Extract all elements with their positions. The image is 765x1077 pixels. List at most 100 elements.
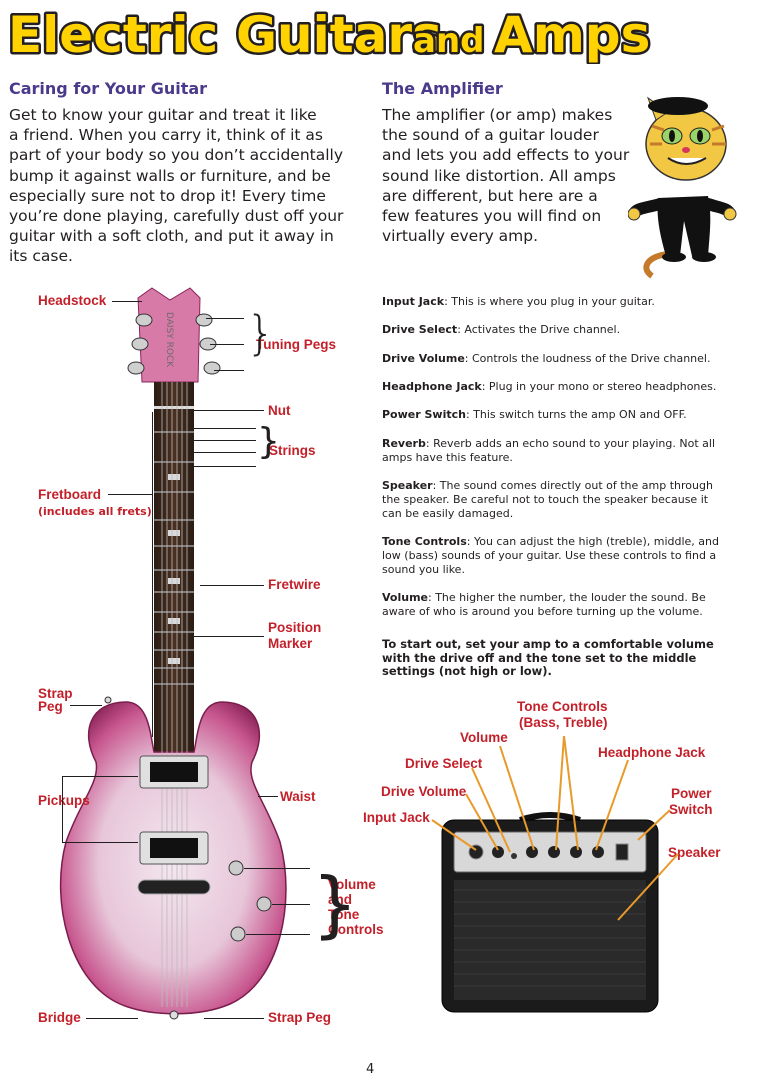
tuning-peg-icon	[131, 337, 149, 351]
headstock-brand: DAISY ROCK	[164, 312, 174, 368]
title-word-amps: Amps	[494, 6, 650, 64]
leader-line	[190, 440, 256, 441]
leader-line	[62, 776, 63, 842]
knob-icon	[492, 846, 504, 858]
amplifier-line: sound like distortion. All amps	[382, 166, 616, 185]
label-fretboard: Fretboard	[38, 487, 102, 502]
label-drive-volume: Drive Volume	[381, 784, 467, 799]
label-waist: Waist	[280, 789, 316, 804]
label-vtc-1: Volume	[328, 877, 376, 892]
label-vtc-3: Tone	[328, 907, 360, 922]
leader-line	[190, 410, 264, 411]
label-input-jack: Input Jack	[363, 810, 430, 825]
leader-line	[190, 466, 256, 467]
caring-line: you’re done playing, carefully dust off …	[9, 207, 344, 226]
knob-icon	[230, 926, 246, 942]
title-word-and: and	[413, 21, 485, 61]
label-position: Position	[268, 620, 322, 635]
feature-headphone-jack: Headphone Jack: Plug in your mono or ste…	[382, 380, 717, 393]
label-power-1: Power	[671, 786, 712, 801]
knob-icon	[256, 896, 272, 912]
leader-line	[86, 1018, 138, 1019]
feature-reverb: Reverb: Reverb adds an echo sound to you…	[382, 437, 715, 464]
brace-icon: }	[257, 421, 280, 462]
leader-line	[112, 301, 142, 302]
tip-text: To start out, set your amp to a comforta…	[382, 637, 714, 678]
leader-line	[190, 452, 256, 453]
leader-line	[204, 1018, 264, 1019]
leader-line	[258, 796, 278, 797]
label-nut: Nut	[268, 403, 291, 418]
speaker-grille	[454, 880, 646, 1000]
feature-drive-select: Drive Select: Activates the Drive channe…	[382, 323, 621, 336]
amplifier-line: few features you will find on	[382, 207, 602, 226]
leader-line	[244, 868, 310, 869]
amp-illustration	[441, 812, 659, 1013]
label-drive-select: Drive Select	[405, 756, 483, 771]
label-vtc-2: and	[328, 892, 353, 907]
drive-select-icon	[511, 853, 517, 859]
amplifier-line: virtually every amp.	[382, 227, 539, 246]
tuning-peg-icon	[195, 313, 213, 327]
page-number: 4	[366, 1062, 375, 1077]
amplifier-heading: The Amplifier	[382, 79, 503, 98]
label-strap-peg-top-1: Strap	[38, 686, 73, 701]
leader-line	[152, 412, 153, 737]
caring-heading: Caring for Your Guitar	[9, 79, 208, 98]
label-fretwire: Fretwire	[268, 577, 321, 592]
leader-line	[70, 705, 102, 706]
label-vtc-4: Controls	[328, 922, 384, 937]
leader-line	[62, 842, 138, 843]
leader-line	[190, 636, 264, 637]
amplifier-line: The amplifier (or amp) makes	[382, 106, 613, 124]
power-switch-icon	[615, 843, 629, 861]
amplifier-body: The amplifier (or amp) makes the sound o…	[382, 105, 642, 246]
brace-icon: }	[246, 306, 276, 360]
caring-line: a friend. When you carry it, think of it…	[9, 126, 323, 145]
label-strings: Strings	[269, 443, 316, 458]
caring-line: especially sure not to drop it! Every ti…	[9, 186, 326, 205]
feature-volume: Volume: The higher the number, the loude…	[382, 591, 706, 618]
feature-speaker: Speaker: The sound comes directly out of…	[382, 479, 713, 520]
label-tone-controls-2: (Bass, Treble)	[519, 715, 608, 730]
label-headphone-jack: Headphone Jack	[598, 745, 706, 760]
amplifier-line: the sound of a guitar louder	[382, 126, 599, 145]
label-tuning-pegs: Tuning Pegs	[256, 337, 336, 352]
cat-illustration	[628, 96, 737, 279]
caring-line: guitar with a soft cloth, and put it awa…	[9, 227, 334, 246]
label-fretboard-note: (includes all frets)	[38, 505, 152, 518]
title-word-electric: Electric	[8, 6, 218, 64]
leader-line	[190, 428, 256, 429]
amp-leader-lines	[431, 735, 679, 921]
brace-icon: }	[312, 862, 358, 946]
caring-line: its case.	[9, 247, 73, 266]
caring-line: part of your body so you don’t accidenta…	[9, 146, 343, 165]
leader-line	[206, 318, 244, 319]
tuning-peg-icon	[135, 313, 153, 327]
label-strap-peg-top-2: Peg	[38, 699, 63, 714]
label-power-2: Switch	[669, 802, 713, 817]
leader-line	[210, 344, 244, 345]
page-title: Electric Guitars and Amps	[8, 4, 653, 65]
feature-power-switch: Power Switch: This switch turns the amp …	[382, 408, 687, 421]
leader-line	[108, 494, 152, 495]
leader-line	[62, 776, 138, 777]
label-volume: Volume	[460, 730, 508, 745]
label-bridge: Bridge	[38, 1010, 81, 1025]
bridge-icon	[137, 879, 211, 895]
leader-line	[272, 904, 310, 905]
feature-tone-controls: Tone Controls: You can adjust the high (…	[382, 535, 719, 576]
amplifier-line: and lets you add effects to your	[382, 146, 630, 165]
label-strap-peg-bottom: Strap Peg	[268, 1010, 332, 1025]
knob-icon	[228, 860, 244, 876]
caring-body: Get to know your guitar and treat it lik…	[9, 105, 369, 267]
title-word-guitars: Guitars	[236, 6, 442, 64]
label-pickups: Pickups	[38, 793, 90, 808]
label-tone-controls-1: Tone Controls	[517, 699, 608, 714]
guitar-illustration: DAISY ROCK	[59, 287, 287, 1020]
knob-icon	[570, 846, 582, 858]
caring-line: bump it against walls or furniture, and …	[9, 166, 331, 185]
leader-line	[200, 585, 264, 586]
label-marker: Marker	[268, 636, 313, 651]
leader-line	[214, 370, 244, 371]
